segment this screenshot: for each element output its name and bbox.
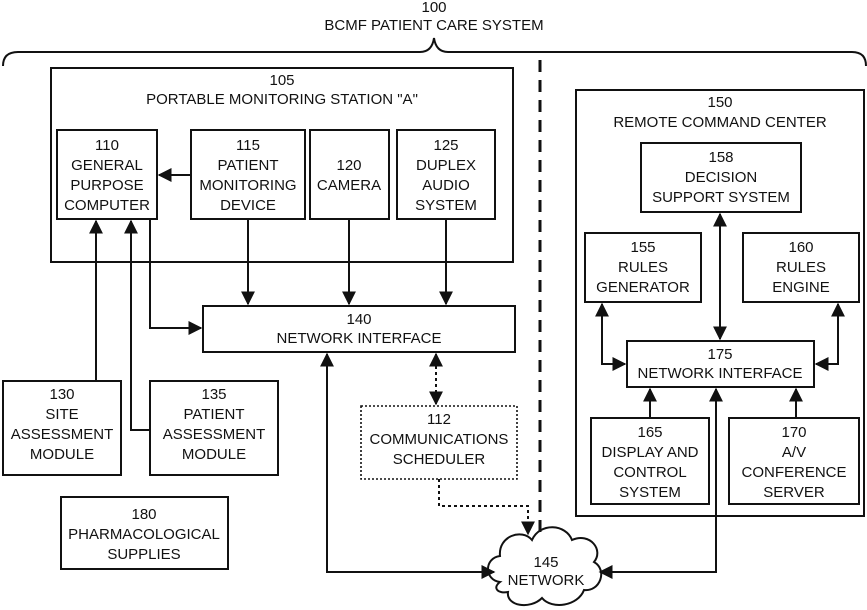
decision-number: 158 (708, 149, 733, 166)
patient-assess-number: 135 (201, 386, 226, 403)
scheduler-number: 112 (427, 411, 451, 428)
computer-label-1: GENERAL (71, 157, 143, 174)
monitor-label-2: MONITORING (199, 177, 296, 194)
av-number: 170 (781, 424, 806, 441)
pharma-label-1: PHARMACOLOGICAL (68, 526, 220, 543)
computer-label-3: COMPUTER (64, 197, 150, 214)
network-label: NETWORK (508, 572, 585, 589)
remote-title: REMOTE COMMAND CENTER (613, 114, 827, 131)
scheduler-label-1: COMMUNICATIONS (370, 431, 509, 448)
computer-label-2: PURPOSE (70, 177, 143, 194)
pharma-number: 180 (131, 506, 156, 523)
monitor-number: 115 (236, 137, 260, 154)
av-label-3: SERVER (763, 484, 825, 501)
pharma-label-2: SUPPLIES (107, 546, 180, 563)
netif-local-label: NETWORK INTERFACE (276, 330, 441, 347)
audio-label-3: SYSTEM (415, 197, 477, 214)
audio-label-2: AUDIO (422, 177, 470, 194)
patient-assess-label-3: MODULE (182, 446, 246, 463)
netif-remote-number: 175 (707, 346, 732, 363)
netif-remote-label: NETWORK INTERFACE (637, 365, 802, 382)
rules-eng-number: 160 (788, 239, 813, 256)
computer-number: 110 (95, 137, 119, 154)
patient-assess-label-1: PATIENT (183, 406, 244, 423)
display-label-3: SYSTEM (619, 484, 681, 501)
site-number: 130 (49, 386, 74, 403)
station-number: 105 (269, 72, 294, 89)
network-number: 145 (533, 554, 558, 571)
monitor-label-1: PATIENT (217, 157, 278, 174)
monitor-label-3: DEVICE (220, 197, 276, 214)
rules-gen-label-1: RULES (618, 259, 668, 276)
av-label-2: CONFERENCE (741, 464, 846, 481)
site-label-2: ASSESSMENT (11, 426, 114, 443)
audio-number: 125 (433, 137, 458, 154)
scheduler-to-network-arrow (439, 479, 528, 534)
site-label-3: MODULE (30, 446, 94, 463)
rules-eng-label-2: ENGINE (772, 279, 830, 296)
rules-gen-label-2: GENERATOR (596, 279, 690, 296)
system-brace (3, 38, 866, 66)
camera (310, 130, 389, 219)
rules-gen-number: 155 (630, 239, 655, 256)
decision-label-2: SUPPORT SYSTEM (652, 189, 790, 206)
scheduler-label-2: SCHEDULER (393, 451, 486, 468)
display-number: 165 (637, 424, 662, 441)
av-label-1: A/V (782, 444, 806, 461)
station-title: PORTABLE MONITORING STATION "A" (146, 91, 418, 108)
rules-eng-label-1: RULES (776, 259, 826, 276)
camera-number: 120 (336, 157, 361, 174)
system-number: 100 (421, 0, 446, 16)
decision-label-1: DECISION (685, 169, 758, 186)
system-title: BCMF PATIENT CARE SYSTEM (324, 17, 543, 34)
remote-number: 150 (707, 94, 732, 111)
display-label-1: DISPLAY AND (602, 444, 699, 461)
patient-assess-label-2: ASSESSMENT (163, 426, 266, 443)
camera-label: CAMERA (317, 177, 381, 194)
display-label-2: CONTROL (613, 464, 686, 481)
netif-local-number: 140 (346, 311, 371, 328)
site-label-1: SITE (45, 406, 78, 423)
audio-label-1: DUPLEX (416, 157, 476, 174)
